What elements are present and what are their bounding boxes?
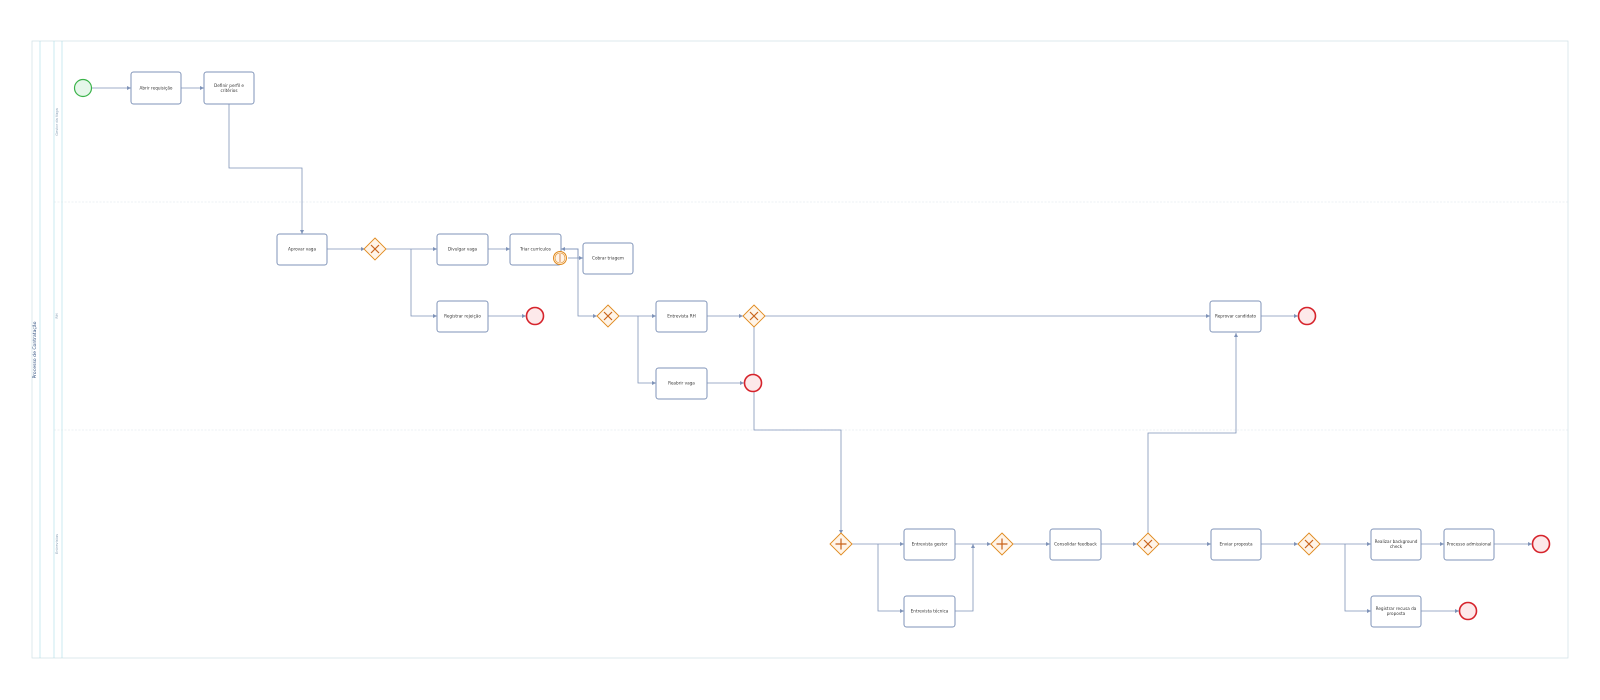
task-enviar-proposta[interactable]: Enviar proposta <box>1210 528 1262 561</box>
pool: Processo de Contratação Gestor da Vaga R… <box>31 40 1569 659</box>
task-triar-curriculos[interactable]: Triar currículos <box>509 233 562 266</box>
gateway-exclusive-proposta[interactable] <box>1297 532 1321 556</box>
lane-label-gestor: Gestor da Vaga <box>55 108 59 136</box>
task-reprovar-candidato[interactable]: Reprovar candidato <box>1209 300 1262 333</box>
task-label-line-1: Registrar recusa da <box>1376 606 1417 611</box>
task-entrevista-tecnica[interactable]: Entrevista técnica <box>903 595 956 628</box>
task-cobrar-triagem[interactable]: Cobrar triagem <box>582 242 634 275</box>
gateway-exclusive-decisao[interactable] <box>1136 532 1160 556</box>
task-label: Registrar rejeição <box>444 314 481 319</box>
task-label-line-1: Realizar background <box>1375 539 1418 544</box>
flow-triar-gw[interactable] <box>561 248 597 318</box>
timer-boundary-event[interactable] <box>553 251 567 265</box>
lane-label-rh: RH <box>55 313 59 318</box>
end-event-recusa[interactable] <box>1458 601 1478 621</box>
end-event-rejeicao[interactable] <box>525 306 545 326</box>
task-label: Divulgar vaga <box>448 247 478 252</box>
pool-frame <box>31 40 1569 659</box>
task-label: Reabrir vaga <box>668 381 695 386</box>
end-event-reprovar[interactable] <box>1297 306 1317 326</box>
end-event-reabrir[interactable] <box>743 373 763 393</box>
task-entrevista-rh[interactable]: Entrevista RH <box>655 300 708 333</box>
task-label-line-2: proposta <box>1387 611 1406 616</box>
task-label-line-1: Definir perfil e <box>214 83 244 88</box>
task-registrar-rejeicao[interactable]: Registrar rejeição <box>436 300 489 333</box>
gateway-parallel-split[interactable] <box>829 532 853 556</box>
task-definir-perfil[interactable]: Definir perfil e critérios <box>203 71 255 105</box>
task-label: Reprovar candidato <box>1215 314 1256 319</box>
start-event[interactable] <box>73 78 93 98</box>
task-label: Processo admissional <box>1447 542 1492 547</box>
task-label: Entrevista técnica <box>911 609 949 614</box>
task-abrir-requisicao[interactable]: Abrir requisição <box>130 71 182 105</box>
flow-gw-rejeicao[interactable] <box>410 249 437 318</box>
task-label-line-2: check <box>1390 544 1403 549</box>
gateway-exclusive-entrevista-rh[interactable] <box>742 304 766 328</box>
flow-split-tecnica[interactable] <box>877 544 904 613</box>
flow-gw-reprovar-up[interactable] <box>1147 333 1238 533</box>
task-label: Triar currículos <box>519 247 551 252</box>
task-label: Abrir requisição <box>140 86 173 91</box>
task-background-check[interactable]: Realizar background check <box>1370 528 1422 561</box>
task-label-line-2: critérios <box>220 88 237 93</box>
task-aprovar-vaga[interactable]: Aprovar vaga <box>276 233 328 266</box>
flow-gw-reabrir[interactable] <box>637 316 656 385</box>
task-label: Aprovar vaga <box>288 247 317 252</box>
gateway-parallel-join[interactable] <box>990 532 1014 556</box>
task-label: Consolidar feedback <box>1054 542 1097 547</box>
pool-label: Processo de Contratação <box>32 321 38 378</box>
task-entrevista-gestor[interactable]: Entrevista gestor <box>903 528 956 561</box>
gateway-exclusive-aprovacao[interactable] <box>363 237 387 261</box>
gateway-exclusive-triagem[interactable] <box>596 304 620 328</box>
task-divulgar-vaga[interactable]: Divulgar vaga <box>436 233 489 266</box>
task-reabrir-vaga[interactable]: Reabrir vaga <box>655 367 708 400</box>
flow-gw-split[interactable] <box>753 327 843 534</box>
flow-tecnica-join[interactable] <box>955 544 975 612</box>
task-label: Enviar proposta <box>1219 542 1252 547</box>
task-registrar-recusa[interactable]: Registrar recusa da proposta <box>1370 595 1422 628</box>
sequence-flows <box>92 86 1532 613</box>
task-label: Cobrar triagem <box>592 256 624 261</box>
lane-label-entrevistas: Entrevistas <box>55 534 59 554</box>
flow-gw-recusa[interactable] <box>1344 544 1371 613</box>
end-event-admissao[interactable] <box>1531 534 1551 554</box>
task-processo-admissional[interactable]: Processo admissional <box>1443 528 1495 561</box>
task-label: Entrevista RH <box>667 314 696 319</box>
task-consolidar-feedback[interactable]: Consolidar feedback <box>1049 528 1102 561</box>
task-label: Entrevista gestor <box>912 542 948 547</box>
flow-definir-aprovar[interactable] <box>228 104 304 234</box>
